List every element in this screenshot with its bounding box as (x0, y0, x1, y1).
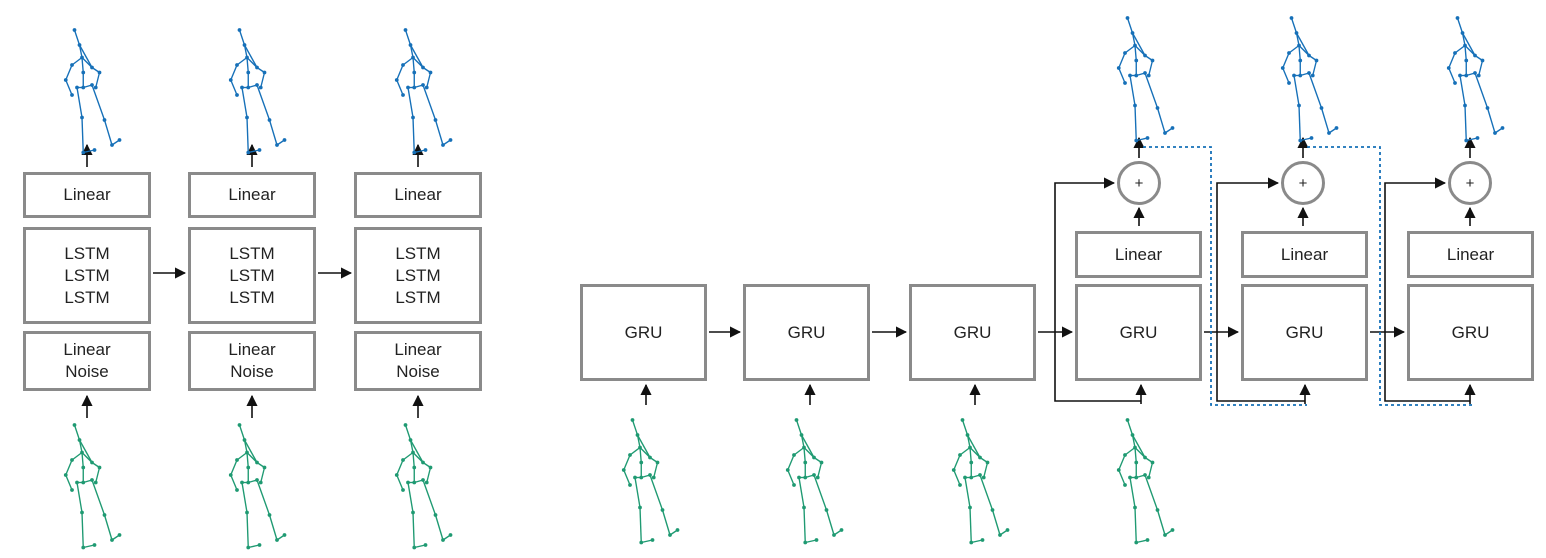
lstm-2-output-linear: Linear (188, 172, 316, 218)
gru-decoder-3-linear: Linear (1407, 231, 1534, 278)
input-pose-icon (63, 423, 122, 550)
feedback-connection (1143, 146, 1307, 406)
label: Linear (394, 185, 442, 204)
label: LSTM (64, 243, 110, 263)
output-pose-icon (228, 28, 287, 155)
input-pose-icon (394, 423, 453, 550)
label: Linear (394, 340, 442, 359)
label: LSTM (229, 243, 275, 263)
lstm-1-output-linear: Linear (23, 172, 151, 218)
input-pose-icon (1116, 418, 1175, 545)
residual-connection (1216, 177, 1305, 402)
label: LSTM (229, 265, 275, 285)
gru-decoder-1-cell: GRU (1075, 284, 1202, 381)
input-pose-icon (621, 418, 680, 545)
output-pose-icon (394, 28, 453, 155)
label: Noise (396, 362, 440, 381)
gru-decoder-2-cell: GRU (1241, 284, 1368, 381)
input-pose-icon (785, 418, 844, 545)
gru-decoder-1-add-node: + (1117, 161, 1161, 205)
label: LSTM (395, 287, 441, 307)
label: GRU (624, 322, 663, 342)
gru-encoder-1: GRU (580, 284, 707, 381)
label: LSTM (395, 265, 441, 285)
output-pose-icon (63, 28, 122, 155)
label: + (1465, 174, 1475, 192)
label: LSTM (64, 265, 110, 285)
input-pose-icon (951, 418, 1010, 545)
label: + (1134, 174, 1144, 192)
label: GRU (1285, 322, 1324, 342)
gru-decoder-2-add-node: + (1281, 161, 1325, 205)
label: Noise (230, 362, 274, 381)
label: Linear (1280, 244, 1329, 264)
label: LSTM (64, 287, 110, 307)
label: Linear (63, 340, 111, 359)
label: Linear (63, 185, 111, 204)
label: GRU (1451, 322, 1490, 342)
label: LSTM (395, 243, 441, 263)
gru-decoder-2-linear: Linear (1241, 231, 1368, 278)
label: GRU (1119, 322, 1158, 342)
gru-encoder-2: GRU (743, 284, 870, 381)
residual-connection (1054, 177, 1141, 402)
label: LSTM (229, 287, 275, 307)
input-pose-icon (228, 423, 287, 550)
label: Linear (1446, 244, 1495, 264)
gru-decoder-3-cell: GRU (1407, 284, 1534, 381)
label: GRU (787, 322, 826, 342)
gru-decoder-1-linear: Linear (1075, 231, 1202, 278)
output-pose-icon (1116, 16, 1175, 143)
label: Linear (1114, 244, 1163, 264)
label: Linear (228, 185, 276, 204)
label: + (1298, 174, 1308, 192)
gru-decoder-3-add-node: + (1448, 161, 1492, 205)
gru-encoder-3: GRU (909, 284, 1036, 381)
output-pose-icon (1280, 16, 1339, 143)
label: Linear (228, 340, 276, 359)
label: Noise (65, 362, 109, 381)
lstm-3-output-linear: Linear (354, 172, 482, 218)
output-pose-icon (1446, 16, 1505, 143)
feedback-connection (1307, 146, 1472, 406)
residual-connection (1384, 177, 1470, 402)
label: GRU (953, 322, 992, 342)
